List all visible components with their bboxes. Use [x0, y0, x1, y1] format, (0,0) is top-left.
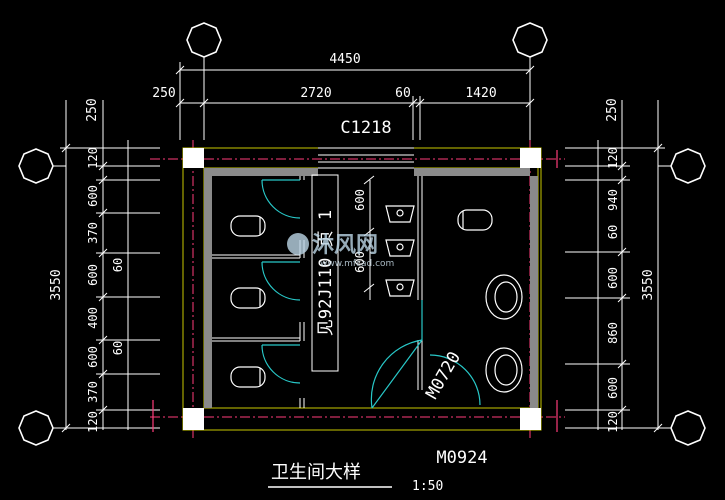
axis-markers	[152, 150, 558, 432]
dim-left-2: 600	[86, 185, 100, 207]
basin-icon	[485, 274, 523, 320]
axis-bubble-top-left	[186, 22, 222, 58]
dim-right-6: 120	[606, 411, 620, 433]
dim-top-part-4: 1420	[465, 86, 496, 101]
drawing-title: 卫生间大样	[271, 462, 361, 483]
inner-door	[370, 300, 423, 409]
dim-right-top: 250	[605, 98, 620, 121]
window	[318, 147, 414, 169]
toilets	[230, 209, 493, 388]
toilet-icon	[230, 215, 266, 237]
column-top-left	[183, 148, 204, 168]
dim-middle-1: 600	[353, 189, 367, 211]
dim-left-6: 600	[86, 346, 100, 368]
dim-right-4: 860	[606, 322, 620, 344]
dim-left-1: 120	[86, 147, 100, 169]
axis-bubble-top-right	[512, 22, 548, 58]
dim-left-8: 120	[86, 411, 100, 433]
dim-left-3: 370	[86, 222, 100, 244]
axis-bubble-left-top	[18, 148, 54, 184]
top-dimensions	[175, 62, 535, 140]
watermark-logo-icon	[287, 233, 309, 255]
right-dimensions	[565, 100, 665, 433]
dim-middle-2: 600	[353, 251, 367, 273]
door-swings	[261, 179, 481, 409]
urinals	[385, 205, 415, 297]
urinal-icon	[385, 279, 415, 297]
dim-right-2: 940	[606, 189, 620, 211]
axis-lines	[150, 140, 565, 440]
basins	[485, 274, 523, 393]
toilet-icon	[230, 366, 266, 388]
reference-note-text: 见92J110 页 1	[316, 210, 336, 336]
dim-left-top: 250	[85, 98, 100, 121]
window-label: C1218	[340, 118, 391, 138]
stall-partitions	[212, 176, 423, 408]
watermark: 沐风网 www.mfcad.com	[287, 233, 394, 269]
axis-bubble-right-bottom	[670, 410, 706, 446]
dim-right-overall: 3550	[641, 269, 656, 300]
door-label-inner: M0720	[422, 348, 465, 402]
stall-door-2	[261, 261, 301, 301]
dim-left-overall: 3550	[49, 269, 64, 300]
drawing-scale: 1:50	[412, 479, 443, 494]
column-top-right	[520, 148, 541, 168]
walls	[182, 147, 542, 431]
toilet-icon	[457, 209, 493, 231]
left-dimensions	[60, 100, 160, 433]
column-bottom-left	[183, 408, 204, 430]
basin-icon	[485, 347, 523, 393]
dim-right-1: 120	[606, 147, 620, 169]
dim-right-5: 600	[606, 377, 620, 399]
toilet-icon	[230, 287, 266, 309]
dim-top-part-3: 60	[395, 86, 411, 101]
middle-dimensions	[363, 175, 375, 300]
dim-top-part-2: 2720	[300, 86, 331, 101]
urinal-icon	[385, 239, 415, 257]
dim-right-3: 600	[606, 267, 620, 289]
urinal-icon	[385, 205, 415, 223]
door-label-main: M0924	[436, 448, 487, 468]
axis-bubble-left-bottom	[18, 410, 54, 446]
dim-left-inner-1: 60	[111, 258, 125, 272]
column-bottom-right	[520, 408, 541, 430]
dim-right-inner-1: 60	[606, 225, 620, 239]
dim-left-5: 400	[86, 307, 100, 329]
dim-left-inner-2: 60	[111, 341, 125, 355]
axis-bubble-right-top	[670, 148, 706, 184]
dim-left-4: 600	[86, 264, 100, 286]
dim-top-overall: 4450	[329, 52, 360, 67]
dim-top-part-1: 250	[152, 86, 175, 101]
stall-door-1	[261, 179, 301, 219]
stall-door-3	[261, 344, 301, 384]
entry-door	[429, 354, 481, 406]
watermark-url: www.mfcad.com	[320, 259, 394, 269]
dim-left-7: 370	[86, 381, 100, 403]
title-block: 卫生间大样 1:50	[268, 462, 443, 494]
reference-note: 见92J110 页 1	[311, 174, 339, 372]
watermark-text: 沐风网	[312, 233, 378, 258]
